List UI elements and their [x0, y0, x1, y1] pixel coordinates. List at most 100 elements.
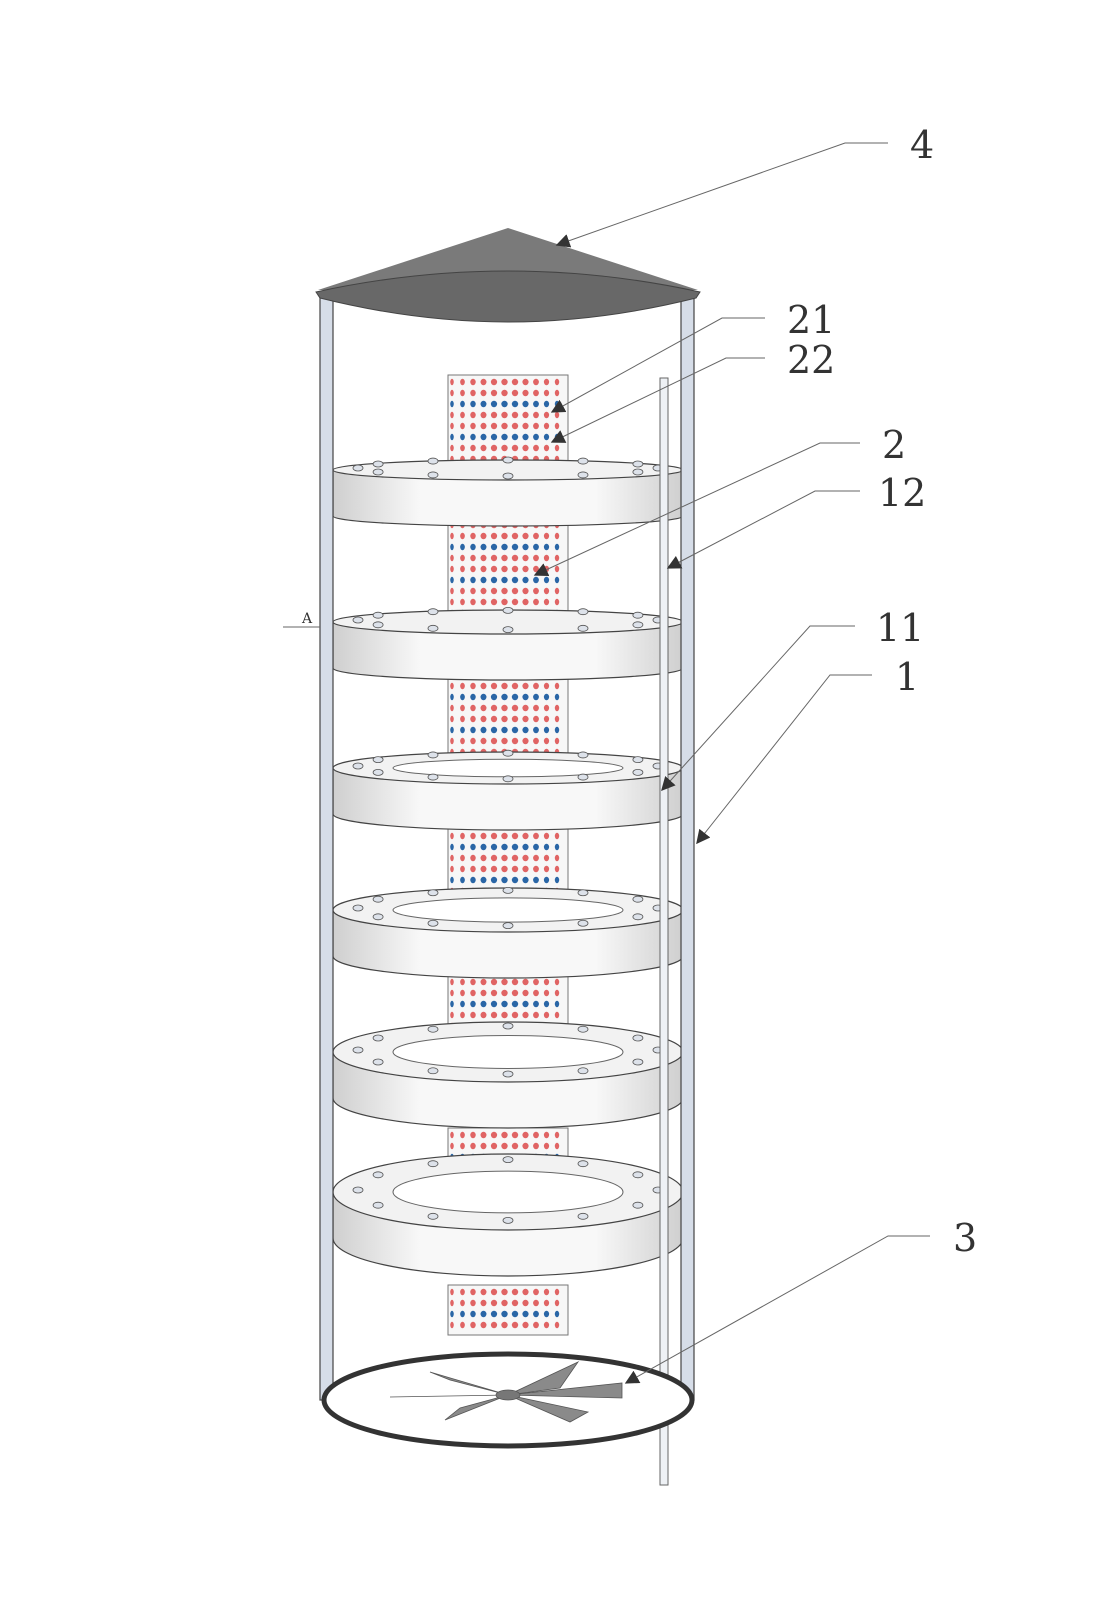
- hole-blue: [522, 693, 529, 701]
- hole-red: [480, 565, 487, 573]
- hole-red: [450, 598, 454, 606]
- hole-blue: [554, 543, 560, 551]
- hole-red: [490, 1142, 498, 1150]
- hole-red: [460, 554, 465, 562]
- bolt-icon: [502, 1217, 514, 1224]
- bolt-icon: [577, 889, 589, 897]
- hole-blue: [501, 400, 508, 408]
- hole-red: [522, 704, 529, 712]
- hole-red: [533, 865, 539, 873]
- hole-blue: [511, 843, 519, 851]
- hole-blue: [554, 400, 560, 408]
- hole-blue: [522, 1000, 529, 1008]
- hole-red: [522, 989, 529, 997]
- hole-blue: [480, 726, 487, 734]
- hole-blue: [533, 843, 539, 851]
- hole-red: [450, 832, 454, 840]
- hole-red: [554, 565, 560, 573]
- hole-red: [501, 598, 508, 606]
- leader-lines: [283, 142, 930, 1384]
- hole-red: [543, 832, 550, 840]
- hole-red: [490, 978, 498, 986]
- hole-red: [450, 704, 454, 712]
- hole-red: [480, 832, 487, 840]
- hole-red: [533, 532, 539, 540]
- hole-blue: [501, 843, 508, 851]
- hole-red: [490, 532, 498, 540]
- hole-red: [511, 411, 519, 419]
- hole-red: [470, 565, 476, 573]
- hole-red: [522, 865, 529, 873]
- hole-red: [543, 444, 550, 452]
- hole-red: [460, 865, 465, 873]
- bolt-icon: [427, 1212, 439, 1220]
- hole-blue: [460, 1000, 465, 1008]
- hole-red: [511, 1142, 519, 1150]
- bolt-icon: [372, 1058, 384, 1066]
- hole-blue: [490, 1000, 498, 1008]
- hole-blue: [533, 876, 539, 884]
- hole-red: [490, 554, 498, 562]
- hole-blue: [533, 433, 539, 441]
- hole-red: [450, 715, 454, 723]
- bolt-icon: [427, 1025, 439, 1033]
- hole-red: [554, 737, 560, 745]
- hole-blue: [522, 726, 529, 734]
- flange-ring: [332, 1153, 684, 1277]
- hole-blue: [450, 726, 454, 734]
- hole-red: [460, 682, 465, 690]
- hole-red: [490, 1288, 498, 1296]
- hole-red: [533, 411, 539, 419]
- bolt-icon: [427, 919, 439, 927]
- hole-blue: [490, 576, 498, 584]
- hole-red: [470, 715, 476, 723]
- hole-red: [533, 444, 539, 452]
- hole-blue: [533, 576, 539, 584]
- hole-red: [554, 378, 560, 386]
- hole-red: [470, 389, 476, 397]
- hole-red: [543, 389, 550, 397]
- hole-blue: [543, 433, 550, 441]
- hole-red: [501, 989, 508, 997]
- hole-red: [511, 978, 519, 986]
- hole-blue: [501, 726, 508, 734]
- hole-red: [511, 389, 519, 397]
- hole-blue: [480, 576, 487, 584]
- hole-blue: [470, 433, 476, 441]
- hole-blue: [470, 876, 476, 884]
- bolt-icon: [577, 457, 589, 465]
- hole-red: [450, 411, 454, 419]
- bolt-icon: [632, 460, 644, 468]
- hole-red: [470, 1131, 476, 1139]
- tube-segment: [447, 1284, 569, 1336]
- hole-red: [450, 378, 454, 386]
- hole-red: [460, 978, 465, 986]
- bolt-icon: [632, 621, 644, 629]
- hole-red: [490, 682, 498, 690]
- hole-red: [460, 378, 465, 386]
- hole-blue: [460, 726, 465, 734]
- bolt-icon: [427, 608, 439, 616]
- hole-red: [501, 422, 508, 430]
- label-3: 3: [953, 1216, 977, 1260]
- hole-red: [554, 444, 560, 452]
- bolt-icon: [372, 1034, 384, 1042]
- flange-ring: [332, 749, 684, 831]
- bolt-icon: [502, 472, 514, 480]
- hole-red: [511, 682, 519, 690]
- hole-red: [480, 682, 487, 690]
- bolt-icon: [372, 756, 384, 763]
- hole-red: [501, 1321, 508, 1329]
- hole-red: [543, 682, 550, 690]
- hole-red: [460, 587, 465, 595]
- hole-red: [533, 737, 539, 745]
- label-1: 1: [895, 655, 919, 699]
- hole-red: [501, 978, 508, 986]
- bolt-icon: [372, 1201, 384, 1209]
- hole-red: [490, 422, 498, 430]
- hole-blue: [543, 1000, 550, 1008]
- hole-red: [511, 532, 519, 540]
- hole-red: [480, 1321, 487, 1329]
- hole-blue: [490, 1310, 498, 1318]
- bolt-icon: [372, 468, 384, 476]
